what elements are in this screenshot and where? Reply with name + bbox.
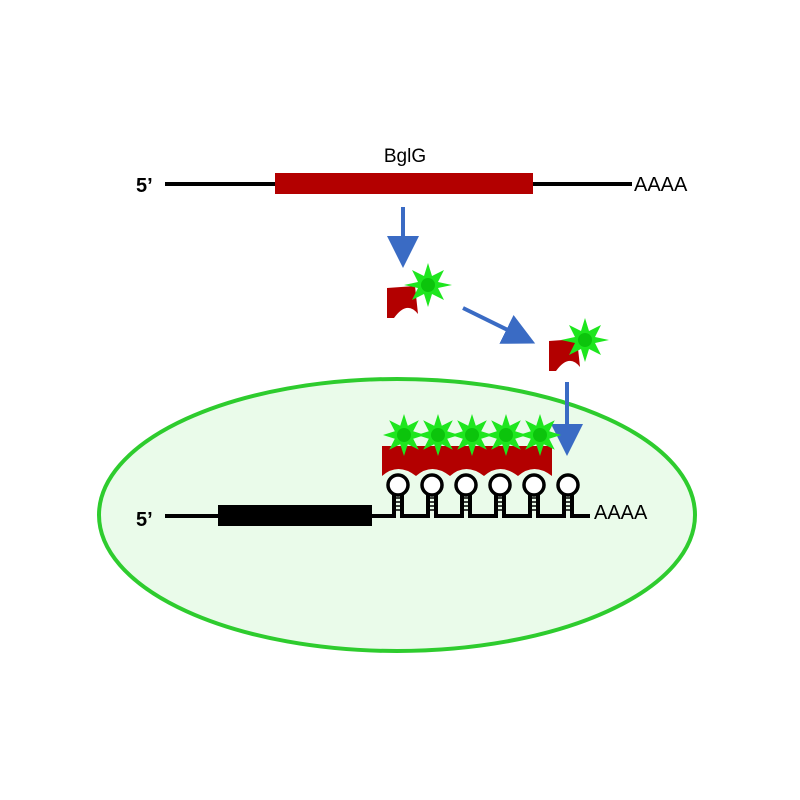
stem-loop-icon	[454, 473, 478, 511]
stem-loop-icon	[556, 473, 580, 511]
bound-protein	[416, 446, 450, 476]
free-protein-2	[549, 318, 609, 371]
bound-protein	[484, 446, 518, 476]
bound-protein	[518, 446, 552, 476]
bglg-protein-icon	[416, 446, 450, 476]
fluorophore-core	[578, 333, 592, 347]
fluorophore-core	[465, 428, 479, 442]
stem-loop-icon	[488, 473, 512, 511]
bottom-five-prime-label: 5’	[136, 509, 153, 531]
stem-loop-icon	[420, 473, 444, 511]
bound-protein	[450, 446, 484, 476]
bound-fluorophore	[451, 414, 493, 456]
bglg-protein-icon	[549, 339, 580, 371]
bottom-polya-label: AAAA	[594, 502, 648, 524]
bottom-mrna: 5’ AAAA	[136, 414, 648, 531]
loop	[488, 473, 512, 497]
bound-protein	[382, 446, 416, 476]
bglg-protein-icon	[387, 286, 418, 318]
loop	[556, 473, 580, 497]
fluorophore-core	[533, 428, 547, 442]
fluorophore-core	[397, 428, 411, 442]
free-protein-1	[387, 263, 452, 318]
bound-fluorophore	[383, 414, 425, 456]
bound-protein-array	[382, 414, 561, 476]
bound-fluorophore	[519, 414, 561, 456]
stem-loop-icon	[386, 473, 410, 511]
fluorophore-core	[421, 278, 435, 292]
rna-backbone-with-stems	[372, 494, 590, 518]
bglg-protein-icon	[484, 446, 518, 476]
bglg-protein-icon	[518, 446, 552, 476]
top-five-prime-label: 5’	[136, 175, 153, 197]
loop	[386, 473, 410, 497]
arrow-icon	[462, 306, 536, 344]
fluorophore-core	[431, 428, 445, 442]
stem-loop-array	[372, 473, 590, 518]
process-arrows	[387, 207, 583, 456]
bglg-protein-icon	[382, 446, 416, 476]
bglg-gene-label: BglG	[384, 146, 426, 167]
bound-fluorophore	[485, 414, 527, 456]
loop	[454, 473, 478, 497]
bound-fluorophore	[417, 414, 459, 456]
bglg-coding-region	[275, 173, 533, 194]
stem-loop-icon	[522, 473, 546, 511]
fluorophore-core	[499, 428, 513, 442]
loop	[420, 473, 444, 497]
loop	[522, 473, 546, 497]
bglg-protein-icon	[450, 446, 484, 476]
top-polya-label: AAAA	[634, 174, 688, 196]
bottom-coding-region	[218, 505, 372, 526]
top-mrna: 5’ BglG AAAA	[136, 146, 688, 197]
